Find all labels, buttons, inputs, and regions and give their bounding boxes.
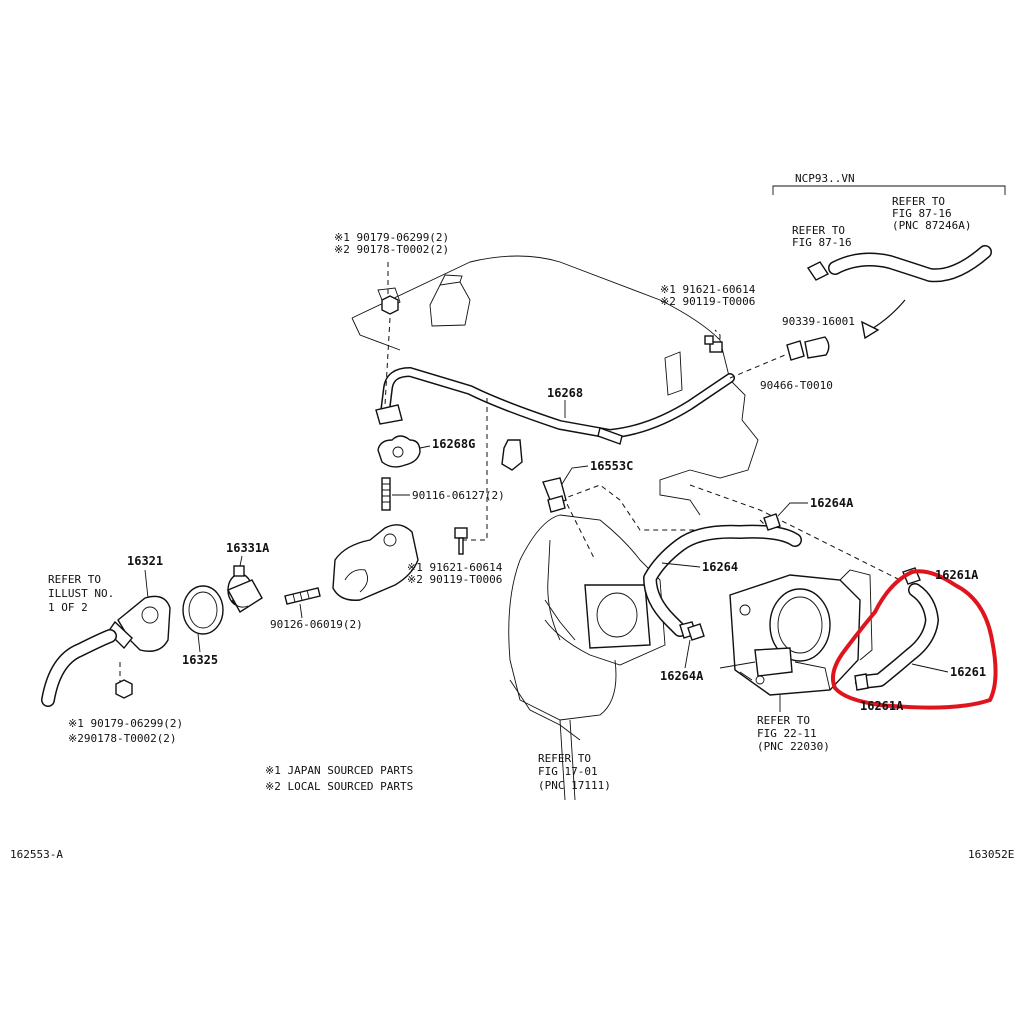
label-16264A-top: 16264A [810,496,854,510]
intake-manifold [508,514,666,801]
nut-90179-bottom [115,679,133,699]
label-bolt-top-1: ※1 91621-60614 [660,283,756,296]
label-16553C: 16553C [590,459,633,473]
water-inlet-16321 [107,595,171,652]
label-16264A-bottom: 16264A [660,669,704,683]
label-refer-illust-2: ILLUST NO. [48,587,114,600]
label-90126: 90126-06019(2) [270,618,363,631]
label-nut-top-1: ※1 90179-06299(2) [334,231,449,244]
label-16264: 16264 [702,560,738,574]
label-bolt-top-2: ※2 90119-T0006 [660,295,755,308]
label-16331A: 16331A [226,541,270,555]
label-nut-bottom-1: ※1 90179-06299(2) [68,717,183,730]
gasket-16268G [377,435,421,468]
label-refer-17-01-3: (PNC 17111) [538,779,611,792]
label-90339: 90339-16001 [782,315,855,328]
label-nut-bottom-2: ※290178-T0002(2) [68,732,177,745]
label-90116: 90116-06127(2) [412,489,505,502]
label-refer-22-11-2: FIG 22-11 [757,727,817,740]
bolt-91621-mid [454,527,468,555]
clamp-16264A-bottom [687,623,705,641]
label-ncp93: NCP93..VN [795,172,855,185]
label-bolt-mid-1: ※1 91621-60614 [407,561,503,574]
label-refer-87-16-2: FIG 87-16 [792,236,852,249]
label-refer-87-16-pnc-2: FIG 87-16 [892,207,952,220]
label-16321: 16321 [127,554,163,568]
label-refer-87-16-pnc-1: REFER TO [892,195,945,208]
hose-joint-16553C [542,477,567,513]
throttle-body [719,569,873,696]
label-16268: 16268 [547,386,583,400]
nut-90179-top [381,295,399,315]
engine-cover [351,255,759,516]
bolt-91621-top [704,335,723,353]
clamp-16264A-top [763,513,781,531]
water-inlet-housing [332,524,419,601]
note-local: ※2 LOCAL SOURCED PARTS [265,780,413,793]
highlight-outline [831,569,998,710]
label-refer-illust-1: REFER TO [48,573,101,586]
water-bypass-pipe [375,351,735,471]
hose-left [41,629,117,707]
label-16261: 16261 [950,665,986,679]
label-90466: 90466-T0010 [760,379,833,392]
label-refer-87-16-pnc-3: (PNC 87246A) [892,219,971,232]
label-refer-22-11-1: REFER TO [757,714,810,727]
label-16261A-lower: 16261A [860,699,904,713]
label-refer-17-01-1: REFER TO [538,752,591,765]
code-left: 162553-A [10,848,63,861]
hose-87246A [786,245,992,361]
label-nut-top-2: ※2 90178-T0002(2) [334,243,449,256]
note-japan: ※1 JAPAN SOURCED PARTS [265,764,413,777]
stud-90126 [284,587,321,605]
label-16325: 16325 [182,653,218,667]
label-refer-22-11-3: (PNC 22030) [757,740,830,753]
stud-90116 [381,477,391,511]
label-16261A: 16261A [935,568,979,582]
label-refer-87-16-1: REFER TO [792,224,845,237]
label-refer-17-01-2: FIG 17-01 [538,765,598,778]
thermostat-16331A [227,565,263,613]
label-bolt-mid-2: ※2 90119-T0006 [407,573,502,586]
code-right: 163052E [968,848,1014,861]
gasket-16325 [182,585,224,635]
label-refer-illust-3: 1 OF 2 [48,601,88,614]
label-16268G: 16268G [432,437,475,451]
